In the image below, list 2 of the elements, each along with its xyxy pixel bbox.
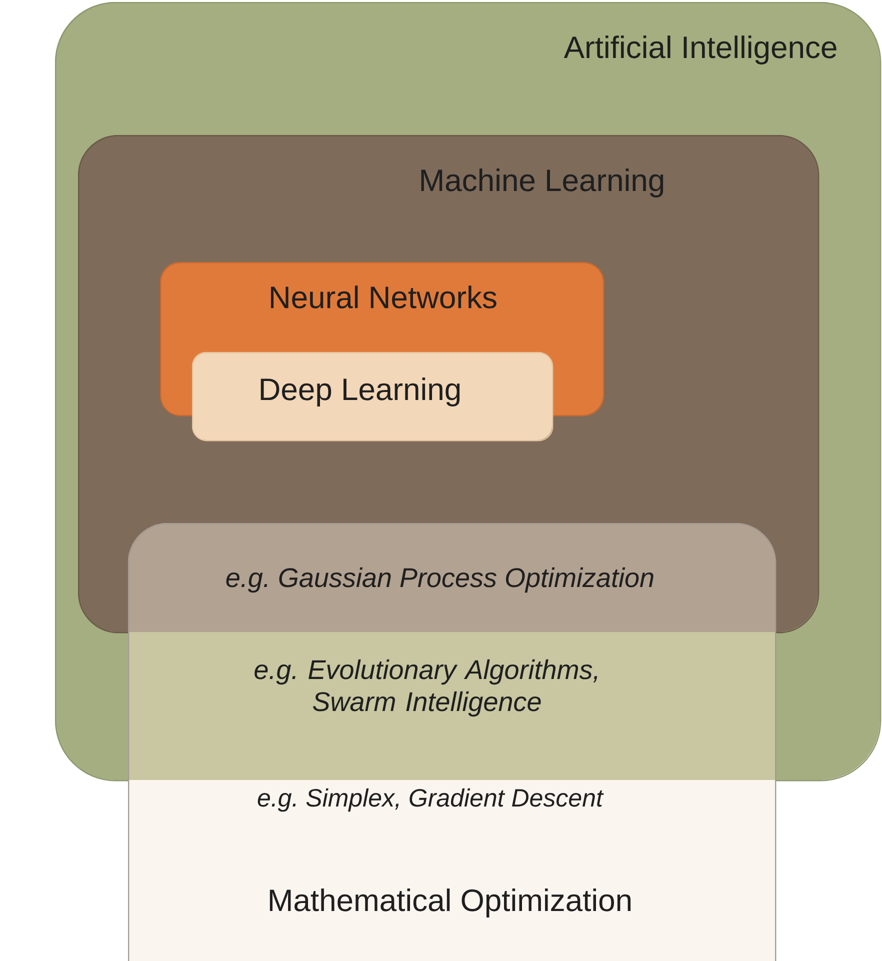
region-box: e.g. Gaussian Process Optimization e.g. Evolutionary Algorithms, Swarm Intelligence e.g. Simplex, Gradient Descent Mathematical Optimization [128,523,776,961]
region-box: Deep Learning [192,352,554,442]
